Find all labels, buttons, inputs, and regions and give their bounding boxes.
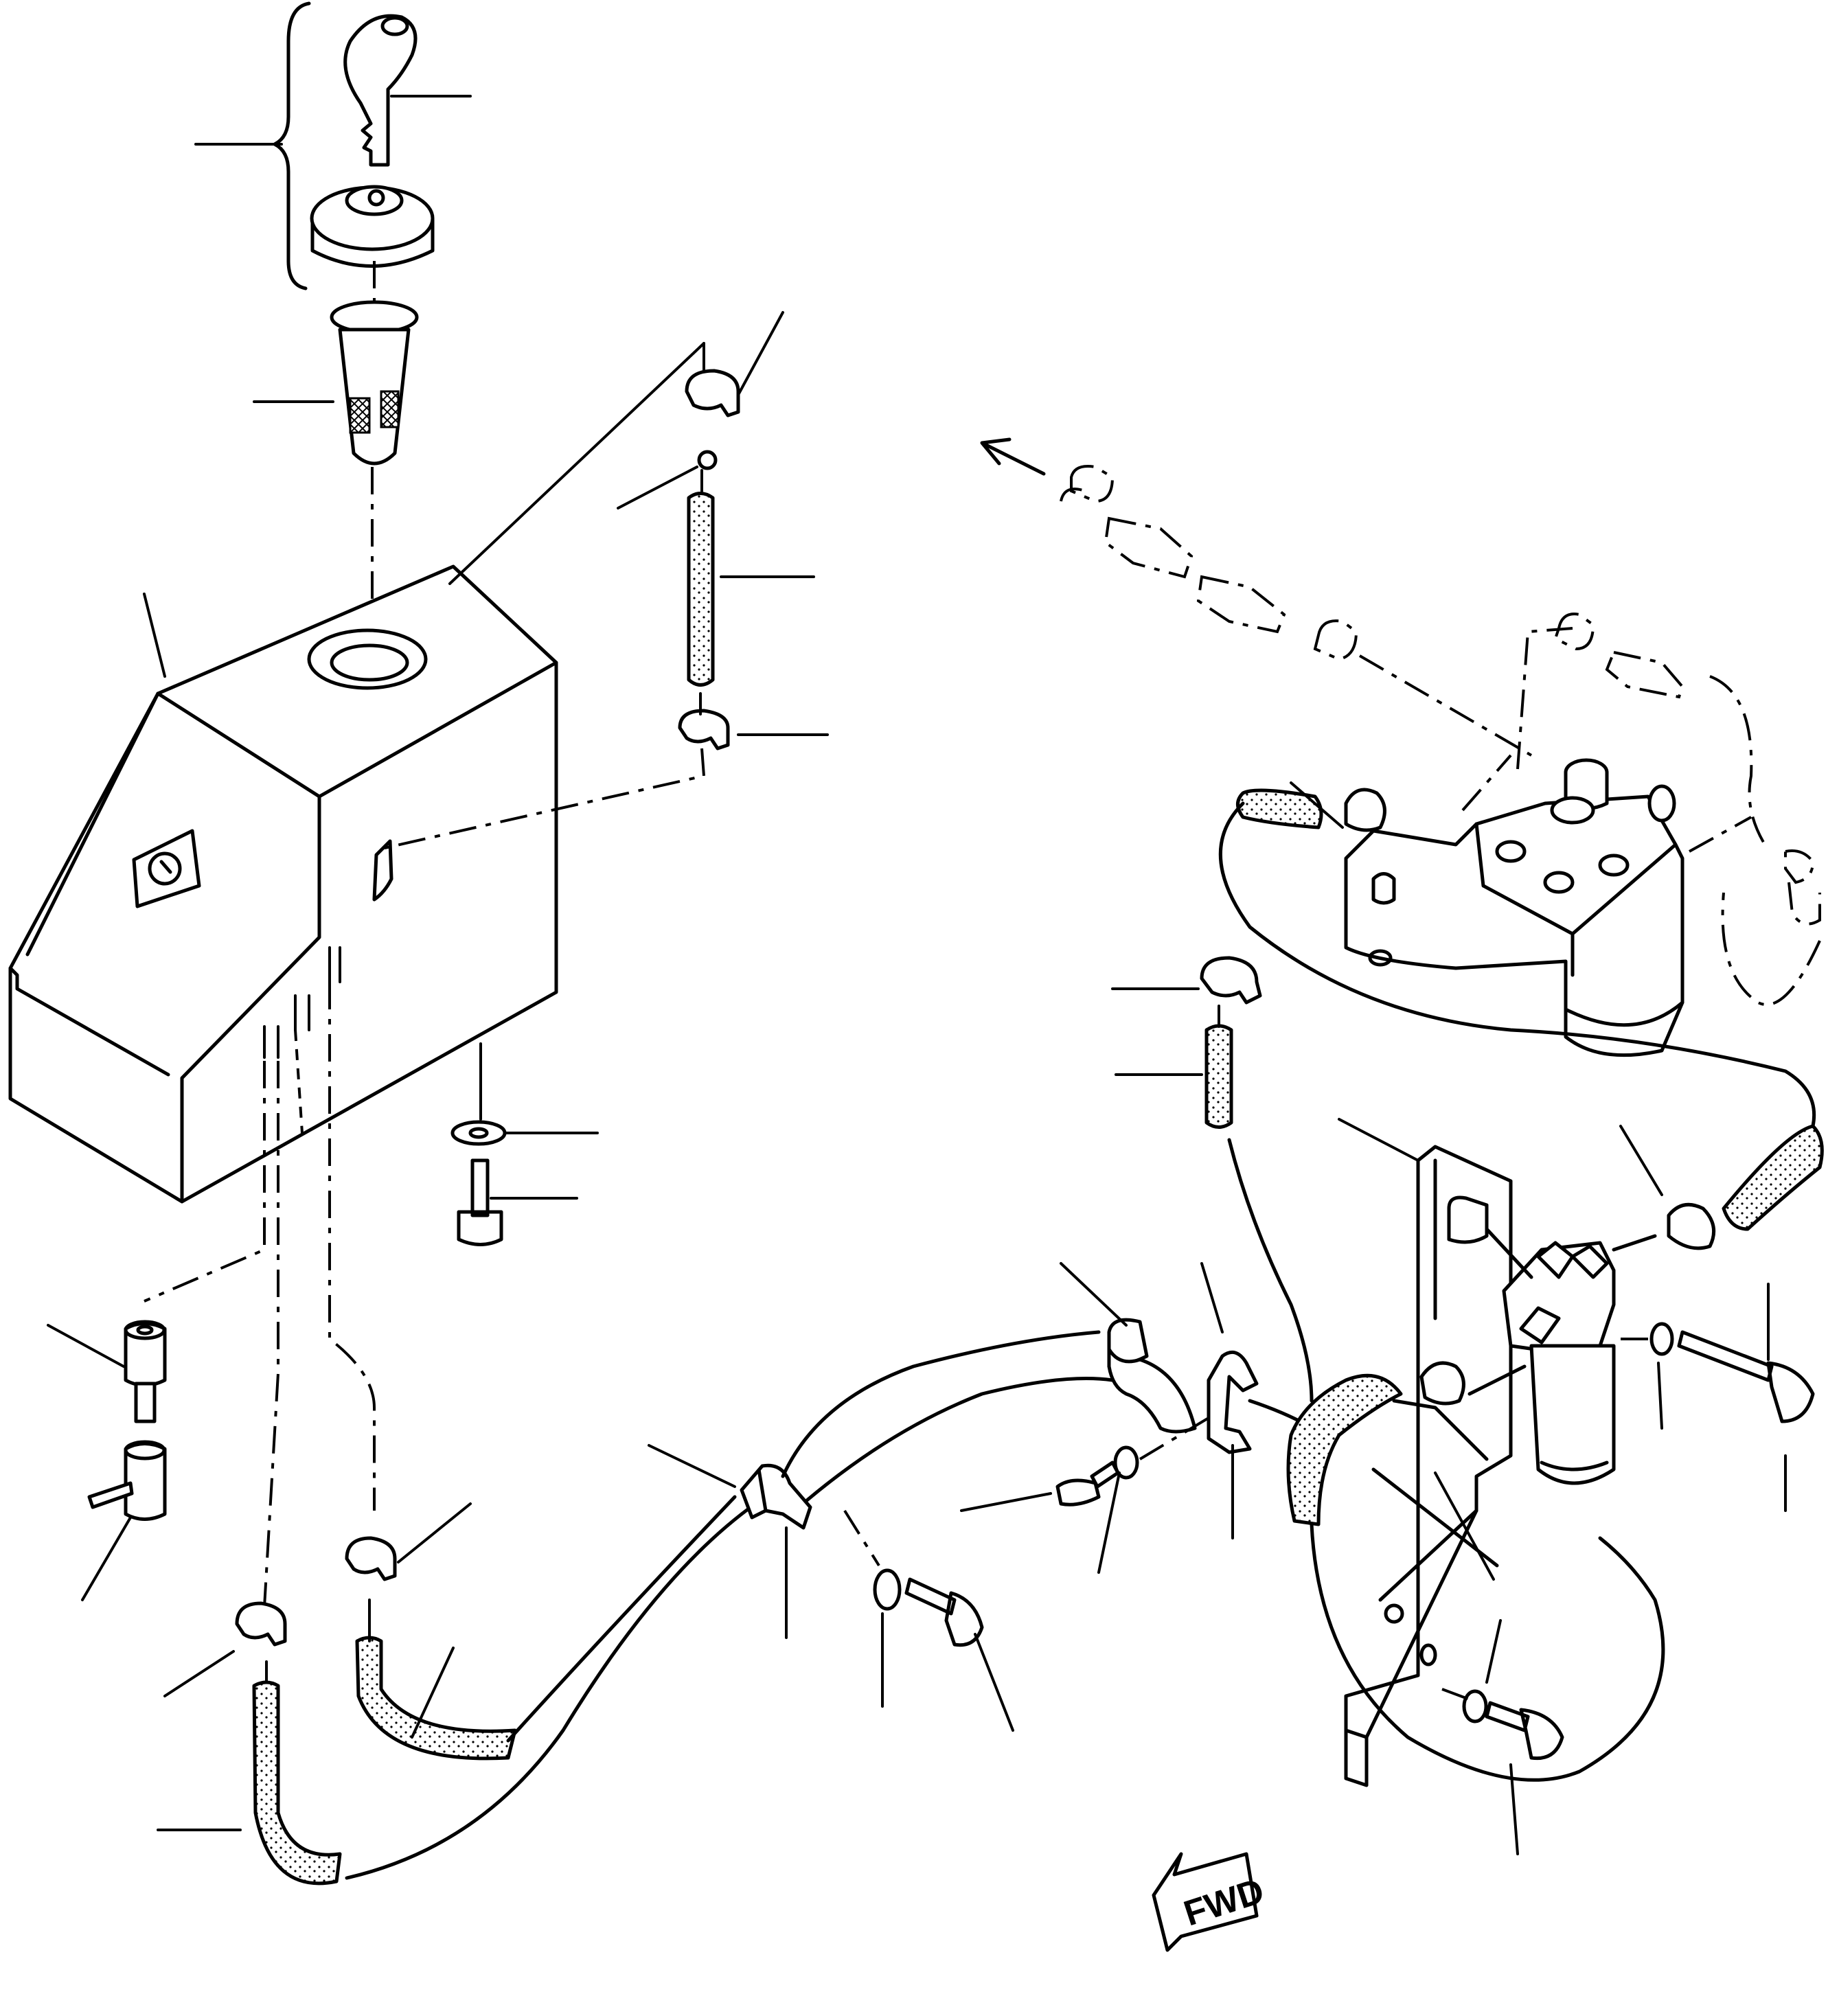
hose-bracket	[1207, 1350, 1259, 1454]
leader-lines	[47, 95, 1787, 1855]
forward-direction-indicator: FWD	[1152, 1852, 1269, 1952]
bracket-collar	[1447, 1195, 1489, 1244]
clip-bolt	[904, 1577, 984, 1647]
elbow-hose-and-bracket	[1055, 1318, 1321, 1507]
leak-off-clamp	[1344, 788, 1386, 832]
feed-pump-hose	[1200, 956, 1314, 1403]
hose-clamp-middle	[345, 1536, 397, 1581]
fuel-filter-assembly	[1286, 1124, 1824, 1787]
cap-gasket	[330, 300, 419, 334]
filter-bowl	[1529, 1344, 1616, 1485]
filter-inlet-clamp	[1419, 1361, 1465, 1406]
leak-off-hose-segment	[1236, 788, 1323, 829]
leak-off-hose	[1218, 788, 1816, 1128]
return-pipe-phantom	[980, 437, 1821, 1007]
drain-cock	[87, 1061, 266, 1521]
breather-ball	[697, 450, 718, 470]
filter-outlet-clamp	[1667, 1202, 1716, 1250]
group-brace	[273, 1, 311, 290]
ignition-key	[343, 14, 418, 167]
bracket-washer	[1113, 1445, 1139, 1480]
feed-hose-clamp	[1200, 956, 1262, 1005]
bracket-mount-hardware	[1441, 1688, 1564, 1761]
fuel-tank	[8, 564, 558, 1204]
mount-bolt	[457, 1158, 503, 1246]
bracket-bolt	[1055, 1461, 1120, 1507]
breather-hose	[687, 492, 715, 687]
mount-washer	[450, 1120, 507, 1146]
clip-washer	[873, 1568, 902, 1611]
hose-holder-clip	[740, 1330, 1115, 1647]
breather-line	[384, 342, 740, 849]
banjo-bolt	[1677, 1330, 1815, 1423]
tank-mount-hardware	[450, 1042, 507, 1246]
filter-inlet-hose	[1286, 1373, 1403, 1526]
hose-clamp-left	[235, 1601, 287, 1647]
banjo-washer	[1649, 1322, 1674, 1356]
supply-hose-left	[355, 1636, 517, 1761]
bracket-mount-bolt	[1485, 1701, 1564, 1761]
filter-outlet-hose	[1722, 1124, 1824, 1231]
injection-pump-assembly	[1344, 627, 1752, 1057]
fuel-cap	[310, 185, 435, 268]
bracket-mount-washer	[1462, 1689, 1488, 1723]
direction-arrow	[980, 437, 1046, 476]
breather-clamp-top	[685, 369, 740, 417]
fuel-supply-hoses	[235, 982, 757, 1886]
filler-strainer	[338, 328, 411, 466]
filler-cap-group	[273, 1, 435, 652]
feed-hose	[1204, 1024, 1233, 1129]
breather-clamp-bottom	[678, 709, 730, 751]
return-hose-left	[252, 1680, 342, 1886]
